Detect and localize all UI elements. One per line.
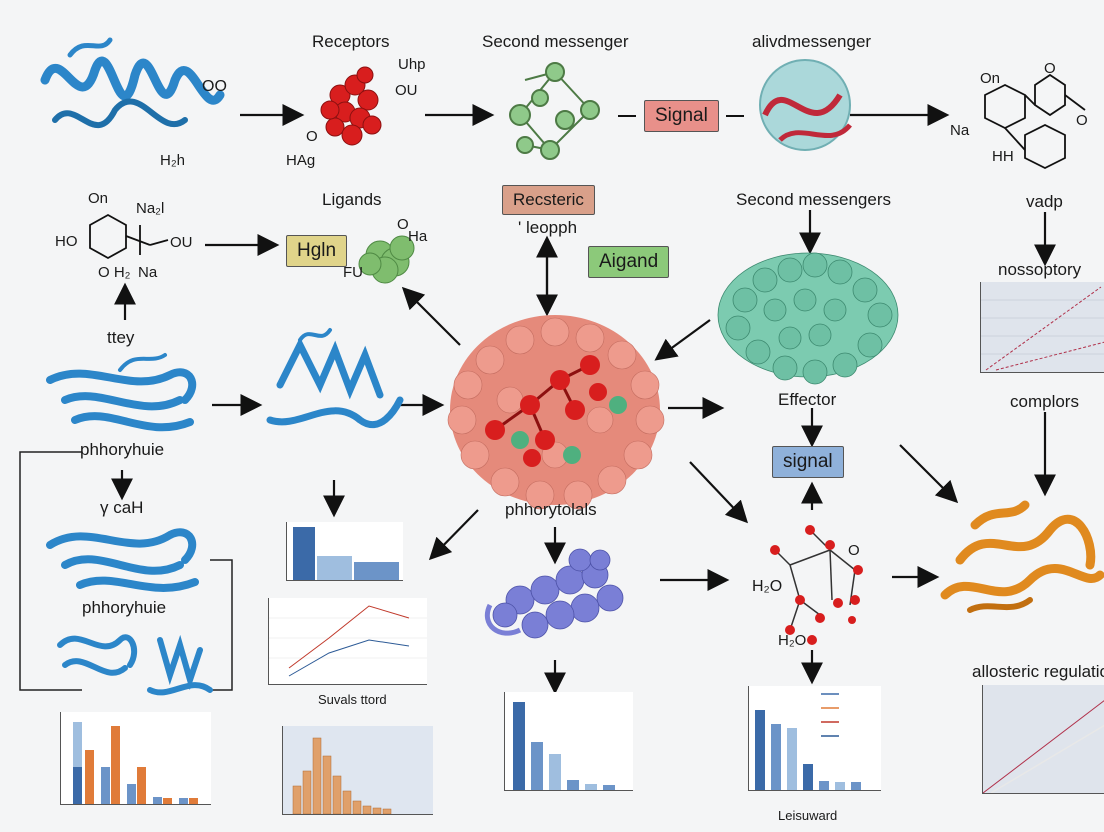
- structural-formula-icon: [984, 73, 1086, 170]
- hgln-box: Hgln: [286, 235, 348, 267]
- protein-sheet-icon: [266, 328, 404, 429]
- ligands-label: Ligands: [322, 190, 382, 209]
- ttey-label: ttey: [107, 328, 135, 347]
- chem-label: O: [306, 128, 318, 145]
- protein-sheet-icon: [46, 528, 199, 592]
- purple-protein-icon: [484, 548, 624, 639]
- protein-ribbon-icon: [40, 37, 225, 128]
- allosteric-core-protein-icon: [447, 315, 665, 510]
- chem-label: O: [397, 216, 409, 233]
- effector-protein-icon: [717, 252, 899, 385]
- leisuward-caption: Leisuward: [778, 808, 838, 823]
- receptors-label: Receptors: [312, 32, 390, 51]
- chem-label: FU: [343, 264, 363, 281]
- aigand-box: Aigand: [588, 246, 670, 278]
- complors-label: complors: [1010, 392, 1079, 411]
- second-messenger-label: Second messenger: [482, 32, 629, 51]
- nossoptory-label: nossoptory: [998, 260, 1082, 279]
- allosteric-regulation-label: allosteric regulatio: [972, 662, 1104, 681]
- signal-box: Signal: [644, 100, 719, 132]
- chem-label: HO: [55, 233, 78, 250]
- grouped-bar-chart: [60, 712, 211, 805]
- chem-label: Na₂l: [136, 200, 165, 217]
- histogram-chart: [282, 726, 433, 815]
- chem-label: O: [1076, 112, 1088, 129]
- receptor-cluster-icon: [320, 66, 382, 146]
- chem-label: Na: [950, 122, 970, 139]
- arrow: [689, 461, 749, 524]
- suvals-ttord-caption: Suvals ttord: [318, 692, 387, 707]
- chem-label: O: [848, 542, 860, 559]
- arrow: [899, 444, 959, 504]
- chem-label: OU: [170, 234, 193, 251]
- chem-label: Uhp: [398, 56, 426, 73]
- chem-label: On: [88, 190, 109, 207]
- small-bar-chart: [286, 522, 403, 581]
- second-messenger-molecule-icon: [509, 62, 600, 160]
- vadp-label: vadp: [1026, 192, 1063, 211]
- effector-label: Effector: [778, 390, 837, 409]
- ligand-formula-icon: [89, 213, 169, 260]
- orange-protein-icon: [940, 500, 1104, 613]
- chem-label: On: [980, 70, 1001, 87]
- messenger-sphere-icon: [759, 59, 852, 151]
- ycah-label: γ caH: [100, 498, 144, 517]
- recsteric-sublabel: ' leopph: [518, 218, 578, 237]
- chem-label: OO: [202, 78, 227, 95]
- arrow: [654, 319, 711, 361]
- second-messengers-label: Second messengers: [736, 190, 891, 209]
- allosteric-chart: [982, 685, 1104, 794]
- chem-label: H₂O: [752, 578, 783, 595]
- chem-label: Na: [138, 264, 158, 281]
- chem-label: H₂h: [160, 152, 185, 169]
- chem-label: O: [1044, 60, 1056, 77]
- arrow: [401, 286, 461, 346]
- protein-sheet-icon: [57, 634, 213, 696]
- bar-chart-right: [748, 686, 881, 791]
- phhorytolals-label: phhorytolals: [505, 500, 597, 519]
- chem-label: Ha: [408, 228, 428, 245]
- recsteric-box: Recsteric: [502, 185, 595, 215]
- chem-label: O H₂: [98, 264, 131, 281]
- phhoryhuie-label-1: phhoryhuie: [80, 440, 165, 459]
- nossoptory-chart: [980, 282, 1104, 373]
- line-chart: [268, 598, 427, 685]
- chem-label: OU: [395, 82, 418, 99]
- chem-label: HAg: [286, 152, 316, 169]
- bar-chart-center: [504, 692, 633, 791]
- ligand-blob-icon: [358, 235, 415, 284]
- arrow: [428, 509, 479, 561]
- signal-blue-box: signal: [772, 446, 844, 478]
- allied-messenger-label: alivdmessenger: [752, 32, 872, 51]
- phhoryhuie-label-2: phhoryhuie: [82, 598, 167, 617]
- protein-sheet-icon: [46, 353, 197, 432]
- ball-stick-molecule-icon: [770, 525, 863, 645]
- chem-label: HH: [992, 148, 1014, 165]
- chem-label: H₂O: [778, 632, 807, 649]
